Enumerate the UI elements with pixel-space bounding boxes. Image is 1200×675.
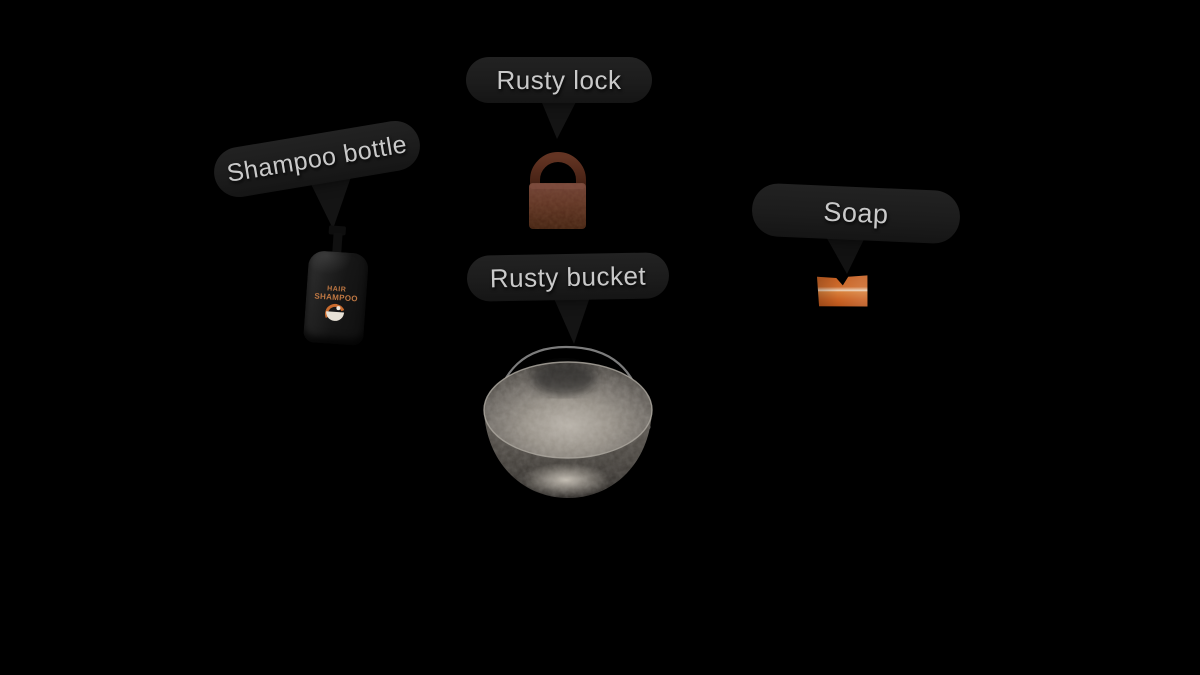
lock-body-texture xyxy=(529,183,586,229)
bottle-bowl-graphic xyxy=(321,300,348,327)
bucket-interior-texture xyxy=(484,362,652,458)
callout-text: Rusty lock xyxy=(496,64,622,95)
callout-label-soap: Soap xyxy=(750,182,962,245)
rusty-lock-object[interactable] xyxy=(518,139,602,235)
callout-text: Rusty bucket xyxy=(489,260,647,293)
callout-tail-shampoo-bottle xyxy=(310,174,352,229)
bucket-rim xyxy=(483,361,653,459)
callout-text: Soap xyxy=(822,196,890,230)
rusty-bucket-graphic xyxy=(483,345,653,498)
bottle-body: HAIR SHAMPOO xyxy=(302,249,370,346)
shampoo-bottle-object[interactable]: HAIR SHAMPOO xyxy=(297,222,377,349)
lock-shackle xyxy=(530,152,586,193)
rusty-lock-graphic xyxy=(529,152,586,229)
bucket-interior-shadow xyxy=(532,361,596,395)
callout-tail-rusty-lock xyxy=(540,98,578,139)
bottle-printed-label: HAIR SHAMPOO xyxy=(306,284,367,304)
callout-label-rusty-bucket: Rusty bucket xyxy=(466,252,670,302)
rusty-bucket-object[interactable] xyxy=(468,338,672,506)
lock-body-highlight xyxy=(530,184,585,189)
callout-tail-rusty-bucket xyxy=(552,294,591,344)
callout-label-rusty-lock: Rusty lock xyxy=(466,57,652,103)
